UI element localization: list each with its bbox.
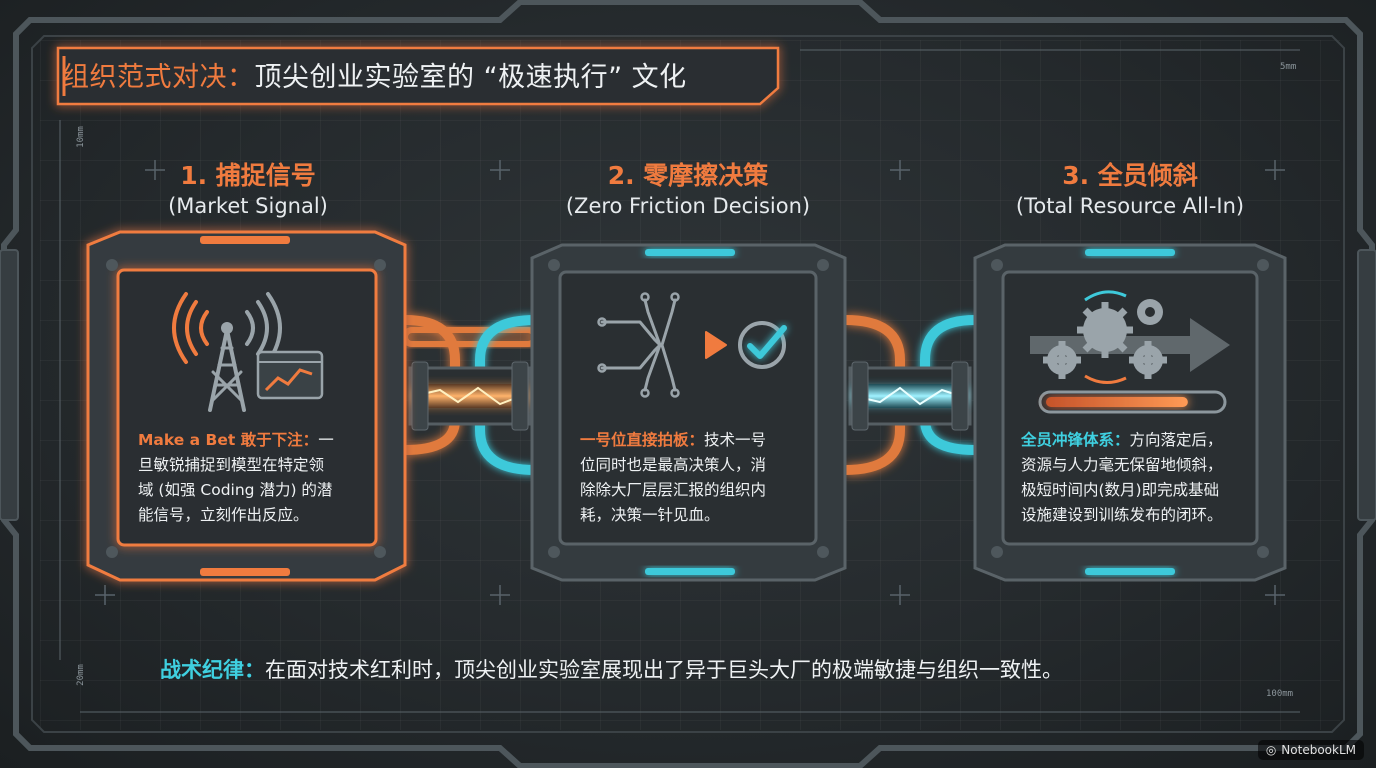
step-3-header: 3. 全员倾斜 (Total Resource All-In) [960, 160, 1300, 220]
step-1-number: 1. 捕捉信号 [180, 161, 316, 190]
bottom-text: 在面对技术红利时，顶尖创业实验室展现出了异于巨头大厂的极端敏捷与组织一致性。 [265, 658, 1063, 682]
ruler-label: 5mm [1280, 62, 1297, 72]
step-3-lead: 全员冲锋体系： [1021, 431, 1130, 449]
step-2-lead: 一号位直接拍板： [580, 431, 705, 449]
step-2-number: 2. 零摩擦决策 [607, 161, 769, 190]
ruler-label: 10mm [75, 126, 86, 148]
ruler-label: 20mm [75, 664, 86, 686]
step-1-description: Make a Bet 敢于下注：一 旦敏锐捕捉到模型在特定领 域 (如强 Cod… [138, 428, 374, 528]
step-2-description: 一号位直接拍板：技术一号 位同时也是最高决策人，消 除除大厂层层汇报的组织内 耗… [580, 428, 810, 528]
pipe-connector-1 [402, 315, 538, 475]
gears-icon [1043, 290, 1167, 384]
panel-3 [973, 243, 1287, 582]
step-3-english: (Total Resource All-In) [1015, 194, 1245, 218]
step-1-line: 旦敏锐捕捉到模型在特定领 [138, 456, 325, 474]
step-1-line: 能信号，立刻作出反应。 [138, 506, 309, 524]
bottom-summary: 战术纪律：在面对技术红利时，顶尖创业实验室展现出了异于巨头大厂的极端敏捷与组织一… [160, 654, 1063, 684]
panel-2 [530, 243, 847, 582]
ruler-label: 100mm [1266, 689, 1294, 699]
step-1-lead: Make a Bet 敢于下注： [138, 431, 319, 449]
step-3-description: 全员冲锋体系：方向落定后， 资源与人力毫无保留地倾斜， 极短时间内(数月)即完成… [1021, 428, 1257, 528]
forward-arrow-icon [1030, 318, 1230, 372]
step-2-header: 2. 零摩擦决策 (Zero Friction Decision) [518, 160, 858, 220]
pipe-connector-2 [844, 315, 976, 475]
bottom-lead: 战术纪律： [160, 658, 265, 682]
step-1-header: 1. 捕捉信号 (Market Signal) [78, 160, 418, 220]
step-2-english: (Zero Friction Decision) [565, 194, 811, 218]
progress-bar [1038, 390, 1227, 414]
notebooklm-badge: ◎ NotebookLM [1257, 740, 1364, 760]
step-3-line: 方向落定后， [1129, 431, 1223, 449]
checkmark-icon [738, 321, 787, 369]
step-2-line: 位同时也是最高决策人，消 [580, 456, 767, 474]
notebooklm-logo-icon: ◎ [1265, 743, 1277, 757]
step-2-line: 除除大厂层层汇报的组织内 [580, 481, 767, 499]
step-3-number: 3. 全员倾斜 [1062, 161, 1198, 190]
step-1-line: 一 [318, 431, 334, 449]
step-2-line: 耗，决策一针见血。 [580, 506, 720, 524]
converging-arrows-icon [595, 292, 727, 398]
title-plate [56, 46, 780, 106]
step-1-english: (Market Signal) [168, 194, 328, 218]
step-1-line: 域 (如强 Coding 潜力) 的潜 [138, 481, 333, 499]
title-accent: 组织范式对决： [62, 61, 255, 93]
title-main: 顶尖创业实验室的 “极速执行” 文化 [254, 61, 687, 93]
step-3-line: 设施建设到训练发布的闭环。 [1021, 506, 1223, 524]
step-3-line: 极短时间内(数月)即完成基础 [1021, 481, 1220, 499]
step-3-line: 资源与人力毫无保留地倾斜， [1021, 456, 1223, 474]
page-title: 组织范式对决：顶尖创业实验室的 “极速执行” 文化 [62, 48, 687, 100]
line-chart-icon [256, 350, 324, 400]
step-2-line: 技术一号 [704, 431, 767, 449]
panel-1 [86, 230, 407, 582]
brand-label: NotebookLM [1281, 743, 1356, 757]
